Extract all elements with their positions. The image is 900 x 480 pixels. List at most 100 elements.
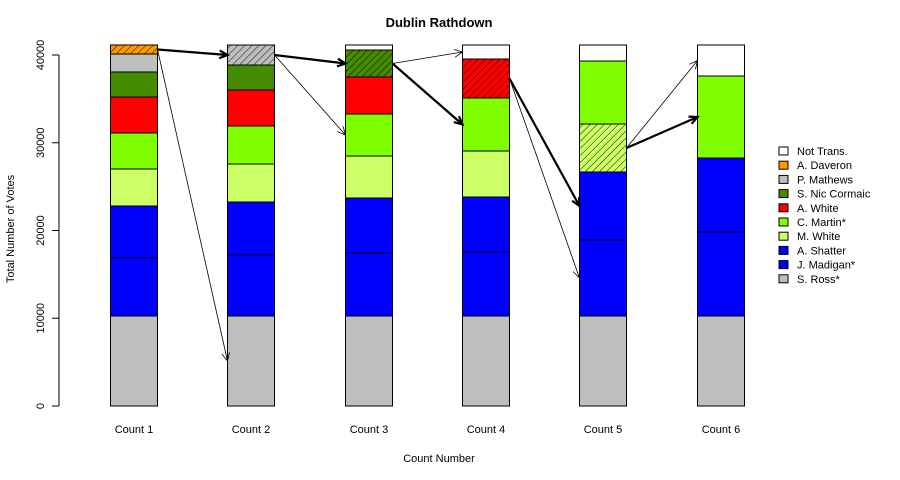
x-tick-label: Count 2: [232, 424, 271, 436]
bar-segment: [697, 75, 745, 159]
bar-segment-hatch: [345, 49, 393, 78]
x-tick-label: Count 4: [467, 424, 506, 436]
bar-segment-hatch: [110, 44, 158, 55]
legend-swatch: [778, 217, 789, 227]
bar-segment: [110, 96, 158, 134]
legend-label: S. Nic Cormaic: [797, 189, 871, 201]
transfer-arrow: [626, 59, 699, 149]
bar-segment: [462, 315, 510, 407]
legend-swatch: [778, 160, 789, 170]
bar-segment: [227, 89, 275, 127]
x-axis-label: Count Number: [403, 453, 475, 465]
legend-item: M. White: [778, 231, 840, 243]
transfer-arrow: [157, 48, 231, 60]
legend-label: P. Mathews: [797, 174, 854, 186]
bar-segment: [345, 252, 393, 317]
legend-item: A. Daveron: [778, 160, 852, 172]
bar-segment: [462, 251, 510, 317]
x-tick-label: Count 1: [115, 424, 154, 436]
legend-label: S. Ross*: [797, 274, 841, 286]
legend-item: Not Trans.: [778, 146, 848, 158]
bar-segment: [227, 254, 275, 317]
bar-segment: [579, 239, 627, 317]
bars: [110, 44, 745, 407]
legend-label: C. Martin*: [797, 217, 847, 229]
legend-label: A. Shatter: [797, 245, 846, 257]
bar-segment: [345, 315, 393, 407]
bar-segment: [697, 157, 745, 233]
legend-label: M. White: [797, 231, 840, 243]
bar-segment: [345, 155, 393, 199]
y-axis-label: Total Number of Votes: [5, 174, 17, 283]
y-tick-label: 10000: [35, 303, 47, 334]
bar-segment: [579, 60, 627, 125]
x-tick-label: Count 5: [584, 424, 623, 436]
y-tick-label: 0: [35, 403, 47, 409]
bar-segment: [462, 44, 510, 60]
transfer-arrow: [391, 62, 465, 127]
legend-item: S. Nic Cormaic: [778, 189, 871, 201]
bar-segment: [227, 64, 275, 91]
legend-item: P. Mathews: [778, 174, 854, 186]
bar-stack: [227, 44, 275, 407]
bar-segment: [697, 315, 745, 407]
bar-segment: [462, 97, 510, 152]
bar-segment: [110, 315, 158, 407]
bar-segment: [345, 197, 393, 254]
bar-segment: [227, 315, 275, 407]
legend-swatch: [778, 189, 789, 199]
transfer-arrow: [392, 49, 464, 64]
bar-segment-hatch: [579, 123, 627, 173]
bar-stack: [462, 44, 510, 407]
bar-segment: [579, 171, 627, 241]
legend-item: A. White: [778, 203, 839, 215]
bar-segment: [227, 163, 275, 203]
legend-swatch: [778, 245, 789, 255]
legend-item: J. Madigan*: [778, 260, 856, 272]
legend-swatch: [778, 174, 789, 184]
transfer-arrow: [274, 53, 349, 68]
bar-segment: [110, 205, 158, 259]
bar-stack: [697, 44, 745, 407]
legend-swatch: [778, 260, 789, 270]
bar-segment: [345, 113, 393, 157]
bar-segment: [579, 44, 627, 62]
legend-swatch: [778, 274, 789, 284]
bar-segment-hatch: [227, 44, 275, 66]
transfer-arrow: [157, 49, 230, 362]
legend-swatch: [778, 203, 789, 213]
legend-swatch: [778, 146, 789, 156]
bar-segment: [110, 132, 158, 170]
bar-stack: [110, 44, 158, 407]
legend-item: A. Shatter: [778, 245, 846, 257]
legend-label: A. Daveron: [797, 160, 852, 172]
x-tick-label: Count 6: [702, 424, 741, 436]
legend-label: A. White: [797, 203, 839, 215]
y-tick-label: 30000: [35, 127, 47, 158]
legend-label: Not Trans.: [797, 146, 848, 158]
bar-segment: [345, 76, 393, 115]
legend: Not Trans. A. Daveron P. Mathews S. Nic Cor…: [778, 146, 871, 286]
bar-segment: [227, 201, 275, 256]
bar-segment: [110, 71, 158, 98]
transfer-arrow: [626, 115, 700, 150]
transfer-arrow: [274, 54, 347, 136]
y-tick-label: 20000: [35, 215, 47, 246]
y-axis: 0 10000 20000 30000 40000: [35, 40, 60, 409]
y-tick-label: 40000: [35, 40, 47, 71]
bar-segment: [345, 44, 393, 51]
bar-segment: [110, 53, 158, 73]
bar-segment: [697, 44, 745, 77]
transfer-arrow: [509, 78, 581, 279]
legend-item: C. Martin*: [778, 217, 847, 229]
bar-stack: [579, 44, 627, 407]
bar-segment: [462, 150, 510, 198]
bar-segment: [110, 168, 158, 207]
bar-segment: [227, 125, 275, 165]
bar-segment: [110, 257, 158, 317]
bar-segment: [462, 196, 510, 253]
bar-stack: [345, 44, 393, 407]
bar-segment: [579, 315, 627, 407]
